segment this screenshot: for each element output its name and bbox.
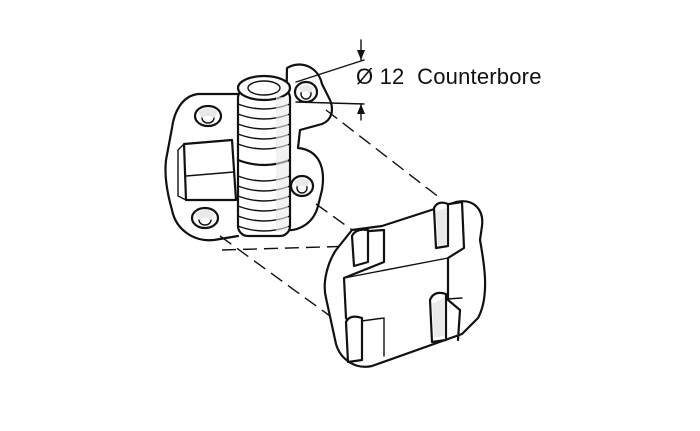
hinge-knuckle — [236, 74, 292, 238]
diameter-value: 12 — [379, 64, 405, 89]
screw-hole-bottom-right — [289, 174, 315, 198]
diameter-symbol: Ø — [356, 64, 374, 89]
counterbore-dimension — [295, 39, 365, 121]
hinge-assembly — [164, 63, 333, 242]
counter-plate — [323, 200, 487, 368]
screw-hole-top-right — [293, 80, 319, 104]
hinge-tab — [182, 138, 238, 202]
screw-hole-top-left — [193, 104, 223, 128]
counterbore-label: Ø 12 Counterbore — [356, 64, 542, 90]
counterbore-text: Counterbore — [417, 64, 542, 89]
screw-hole-bottom-left — [190, 206, 220, 230]
